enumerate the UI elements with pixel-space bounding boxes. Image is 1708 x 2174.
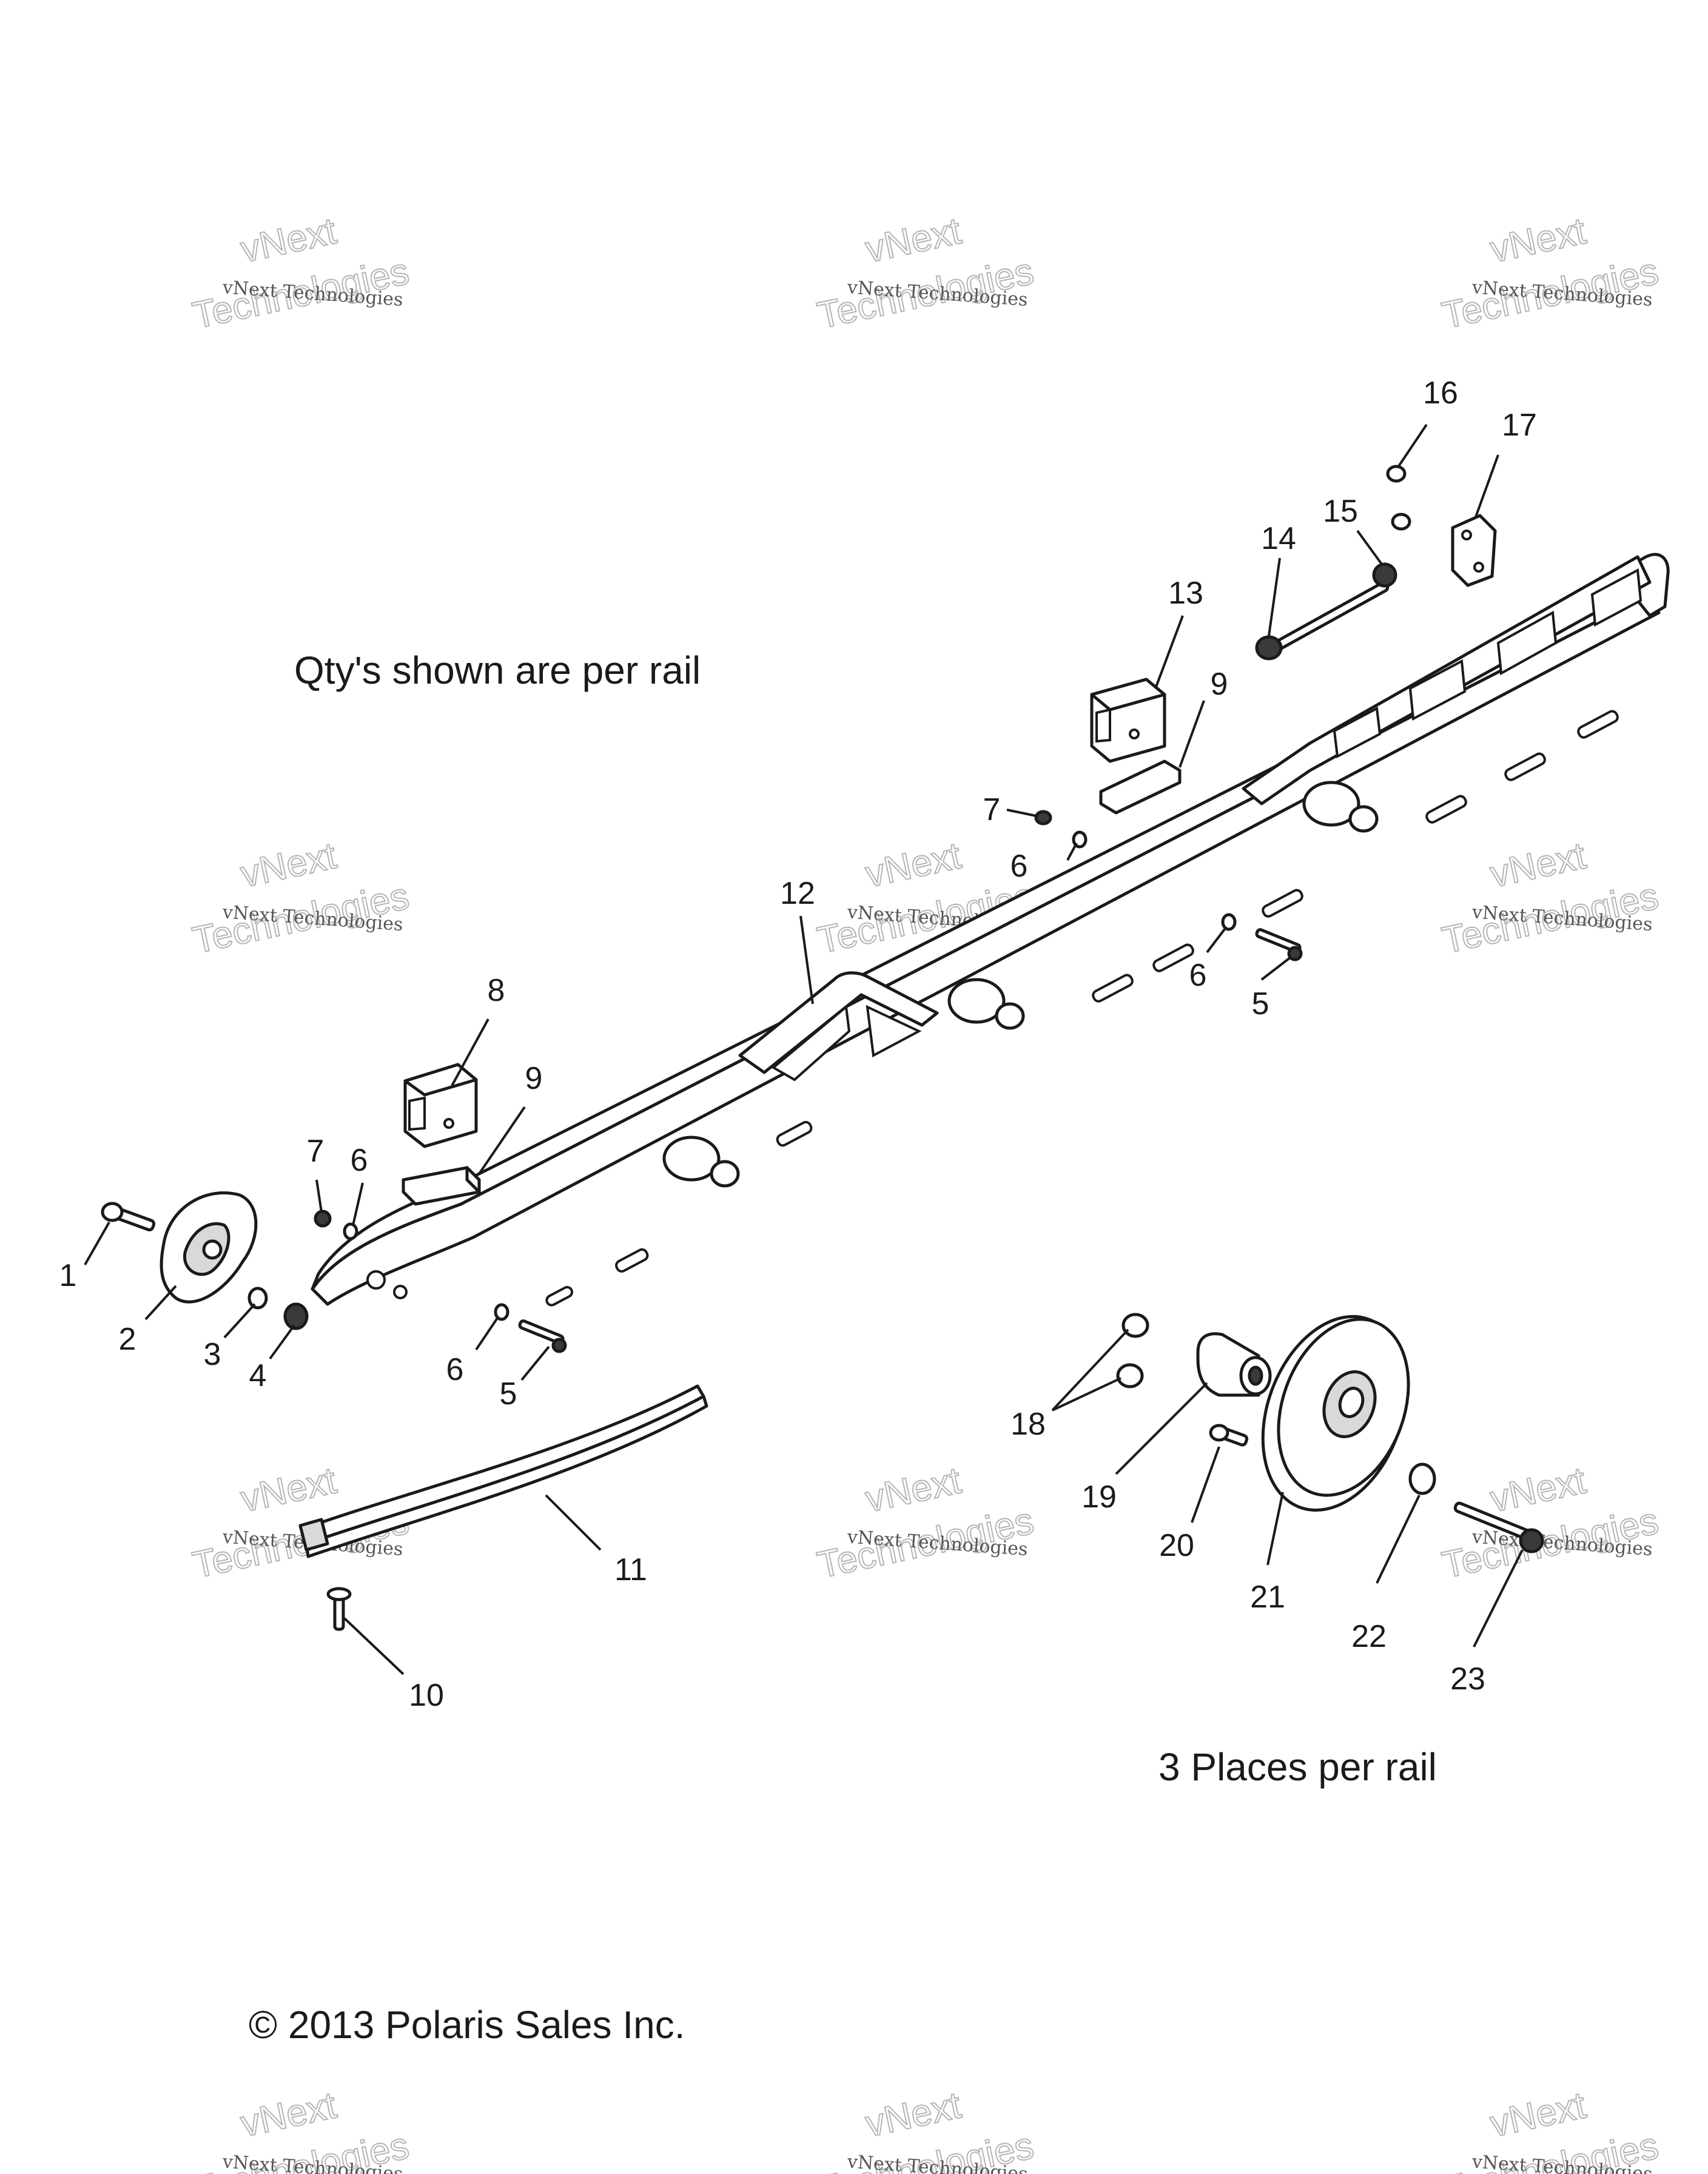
watermark: vNext Technologies vNext Technologies	[1438, 834, 1663, 962]
axle-boss	[947, 978, 1025, 1030]
callout-5a: 5	[500, 1376, 517, 1412]
watermark: vNext Technologies vNext Technologies	[813, 2084, 1038, 2174]
wheel-part-21	[1261, 1314, 1410, 1512]
watermark: vNext Technologies vNext Technologies	[813, 1459, 1038, 1587]
bolt-part-23	[1453, 1501, 1544, 1553]
washer-part-6	[494, 1303, 509, 1321]
callout-13: 13	[1168, 576, 1203, 611]
washer-part-3	[247, 1287, 268, 1310]
bumper-part-2	[160, 1191, 258, 1304]
bolt-part-1	[101, 1202, 156, 1232]
callout-2: 2	[119, 1322, 136, 1357]
svg-text:vNext: vNext	[862, 210, 964, 271]
pin-part-5	[518, 1319, 567, 1353]
places-note: 3 Places per rail	[1158, 1745, 1437, 1789]
block-part-8	[403, 1063, 478, 1148]
callout-7b: 7	[983, 792, 1001, 827]
callout-5b: 5	[1252, 986, 1269, 1021]
watermark: vNext Technologies vNext Technologies	[1438, 209, 1663, 337]
callout-17: 17	[1502, 408, 1537, 443]
callout-16: 16	[1423, 375, 1458, 411]
callout-15: 15	[1323, 494, 1358, 529]
callout-6d: 6	[1189, 958, 1207, 993]
washer-part-22	[1408, 1462, 1436, 1495]
nut-part-4	[283, 1302, 309, 1330]
svg-text:vNext: vNext	[237, 2084, 340, 2145]
watermark: vNext Technologies vNext Technologies	[1438, 1459, 1663, 1587]
watermark: vNext Technologies vNext Technologies	[189, 209, 413, 337]
plug-part-16	[1386, 465, 1411, 531]
svg-text:vNext: vNext	[862, 2084, 964, 2145]
axle-boss	[662, 1136, 740, 1188]
washer-part-6	[343, 1222, 358, 1240]
callout-19: 19	[1081, 1479, 1117, 1515]
watermark: vNext Technologies vNext Technologies	[189, 834, 413, 962]
leader-lines	[84, 423, 1524, 1675]
nut-part-7	[314, 1210, 332, 1228]
slide-part-11	[298, 1384, 708, 1558]
callout-9a: 9	[525, 1061, 543, 1096]
callout-14: 14	[1261, 521, 1296, 556]
callout-11: 11	[614, 1552, 647, 1587]
bracket-part-17	[1451, 514, 1497, 587]
block-part-13	[1090, 678, 1166, 763]
rail-part-12	[311, 553, 1670, 1307]
svg-text:vNext: vNext	[1487, 2084, 1589, 2145]
svg-text:vNext: vNext	[1487, 210, 1589, 271]
svg-text:vNext: vNext	[237, 1459, 340, 1520]
callout-22: 22	[1351, 1619, 1387, 1654]
svg-text:vNext: vNext	[862, 835, 964, 895]
axle-housing-part-19	[1196, 1332, 1272, 1397]
bolt-part-20	[1209, 1424, 1249, 1447]
bolt-part-14	[1255, 581, 1390, 661]
callout-9b: 9	[1211, 667, 1228, 702]
pin-part-5	[1255, 928, 1303, 961]
watermark: vNext Technologies vNext Technologies	[1438, 2084, 1663, 2174]
screw-part-10	[326, 1587, 352, 1631]
callout-1: 1	[59, 1258, 77, 1293]
slider-part-9	[1099, 759, 1182, 815]
qty-note: Qty's shown are per rail	[294, 648, 701, 692]
nut-part-15	[1372, 562, 1397, 588]
callout-18: 18	[1010, 1407, 1046, 1442]
callout-8: 8	[488, 973, 505, 1008]
watermark: vNext Technologies vNext Technologies	[813, 209, 1038, 337]
watermark: vNext Technologies vNext Technologies	[189, 2084, 413, 2174]
callout-6a: 6	[351, 1143, 368, 1178]
callout-12: 12	[780, 876, 815, 911]
axle-boss	[1302, 781, 1379, 833]
slider-part-9	[402, 1166, 481, 1206]
washer-part-6	[1221, 913, 1237, 931]
callout-4: 4	[249, 1358, 267, 1393]
callout-23: 23	[1450, 1661, 1485, 1697]
callout-numbers: 1 2 3 4 5 5 6 6 6 6 7 7 8 9 9 10 11 12 1…	[59, 375, 1537, 1713]
svg-text:vNext: vNext	[1487, 1459, 1589, 1520]
nut-part-18	[1116, 1313, 1149, 1388]
svg-text:vNext: vNext	[237, 210, 340, 271]
callout-3: 3	[204, 1337, 221, 1372]
callout-21: 21	[1250, 1580, 1285, 1615]
callout-6c: 6	[1010, 849, 1028, 884]
callout-7a: 7	[307, 1134, 324, 1169]
copyright-text: © 2013 Polaris Sales Inc.	[249, 2003, 685, 2047]
callout-6b: 6	[446, 1352, 464, 1387]
svg-text:vNext: vNext	[1487, 835, 1589, 895]
callout-20: 20	[1159, 1528, 1194, 1563]
svg-text:vNext: vNext	[862, 1459, 964, 1520]
callout-10: 10	[409, 1678, 444, 1713]
nut-part-7	[1034, 810, 1052, 826]
svg-text:vNext: vNext	[237, 835, 340, 895]
